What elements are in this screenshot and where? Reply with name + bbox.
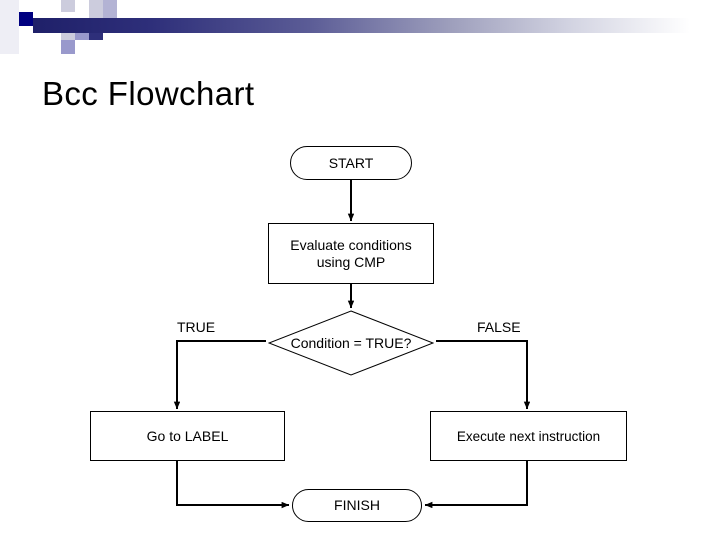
flow-node-finish[interactable]: FINISH [292,489,422,522]
square-lavender-b [75,0,89,12]
edge-execute-to-finish [424,461,528,509]
flow-node-start[interactable]: START [290,146,412,180]
square-lavender-d [103,0,117,12]
square-fade-left [0,0,19,54]
square-lavender-c [89,0,103,12]
square-lavender-a [61,0,75,12]
flow-node-start-label: START [328,154,374,171]
header-gradient-bar [33,18,690,33]
diamond-shape [268,310,434,376]
square-navy-small [19,12,33,26]
square-lavender-i [47,40,61,54]
edge-label-true: TRUE [177,319,216,335]
edge-label-false: FALSE [477,319,521,335]
flow-node-goto-label-text: Go to LABEL [146,427,229,444]
flow-node-finish-label: FINISH [334,497,380,513]
flow-node-decision-label: Condition = TRUE? [290,334,412,351]
flow-node-goto-label[interactable]: Go to LABEL [90,411,285,461]
flow-node-decision[interactable]: Condition = TRUE? [268,310,434,376]
flow-node-evaluate-label: Evaluate conditions using CMP [290,236,412,270]
edge-goto-to-finish [176,461,290,509]
edge-decision-false-to-execute [436,340,531,410]
flow-node-execute-next-label: Execute next instruction [456,428,601,444]
flow-node-evaluate[interactable]: Evaluate conditions using CMP [268,223,434,284]
edge-decision-true-to-goto [173,340,266,410]
page-title: Bcc Flowchart [42,75,255,112]
header-decoration [0,0,720,54]
square-lavender-j [61,40,75,54]
flow-node-execute-next[interactable]: Execute next instruction [430,411,627,461]
